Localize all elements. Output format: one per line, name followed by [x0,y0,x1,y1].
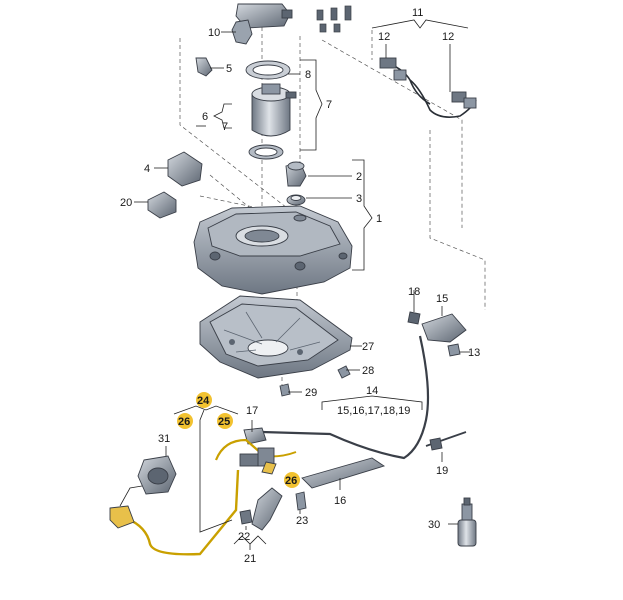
callout-25: 25 [218,416,230,428]
callout-30: 30 [428,519,440,531]
callout-27: 27 [362,341,374,353]
callout-28: 28 [362,365,374,377]
highlight-marker-24 [196,392,212,408]
callout-26-left: 26 [178,416,190,428]
highlight-marker-26b [284,472,300,488]
leader-lines [119,19,470,550]
callout-31: 31 [158,433,170,445]
callout-11: 11 [412,7,423,19]
bolt-set [316,5,352,33]
callout-19: 19 [436,465,448,477]
fuel-sender-unit [195,3,297,160]
filler-connector [285,161,307,206]
callout-15: 15 [436,293,448,305]
callout-6: 6 [202,111,208,123]
callout-26-right: 26 [285,475,297,487]
callout-4: 4 [144,163,150,175]
callout-23: 23 [296,515,308,527]
callout-12-right: 12 [442,31,454,43]
wiring-harness [379,57,477,118]
callout-17: 17 [246,405,258,417]
fuel-line-right [261,311,467,489]
callout-7-right: 7 [326,99,332,111]
callout-7-left: 7 [222,121,228,133]
fuel-tank [193,205,353,295]
callout-18: 18 [408,286,420,298]
tank-shield [199,295,353,379]
additive-bottle [457,497,477,547]
callout-5: 5 [226,63,232,75]
callout-10: 10 [208,27,220,39]
callout-16: 16 [334,495,346,507]
callout-22: 22 [238,531,250,543]
callout-13: 13 [468,347,480,359]
callout-12-left: 12 [378,31,390,43]
fasteners-small [279,365,351,397]
callout-14-subparts: 15,16,17,18,19 [337,405,410,417]
callout-14: 14 [366,385,378,397]
highlighted-wiring-harness [109,438,297,556]
callout-29: 29 [305,387,317,399]
callout-2: 2 [356,171,362,183]
callout-labels: 10 5 8 7 6 7 2 3 1 4 20 11 12 12 18 15 1… [120,7,480,565]
callout-1: 1 [376,213,382,225]
fuel-pump-component [137,455,177,495]
callout-21: 21 [244,553,256,565]
callout-20: 20 [120,197,132,209]
callout-8: 8 [305,69,311,81]
callout-3: 3 [356,193,362,205]
highlight-marker-26a [177,413,193,429]
highlight-marker-25 [217,413,233,429]
lower-components [239,427,307,531]
callout-24: 24 [197,395,210,407]
control-modules [147,151,203,219]
